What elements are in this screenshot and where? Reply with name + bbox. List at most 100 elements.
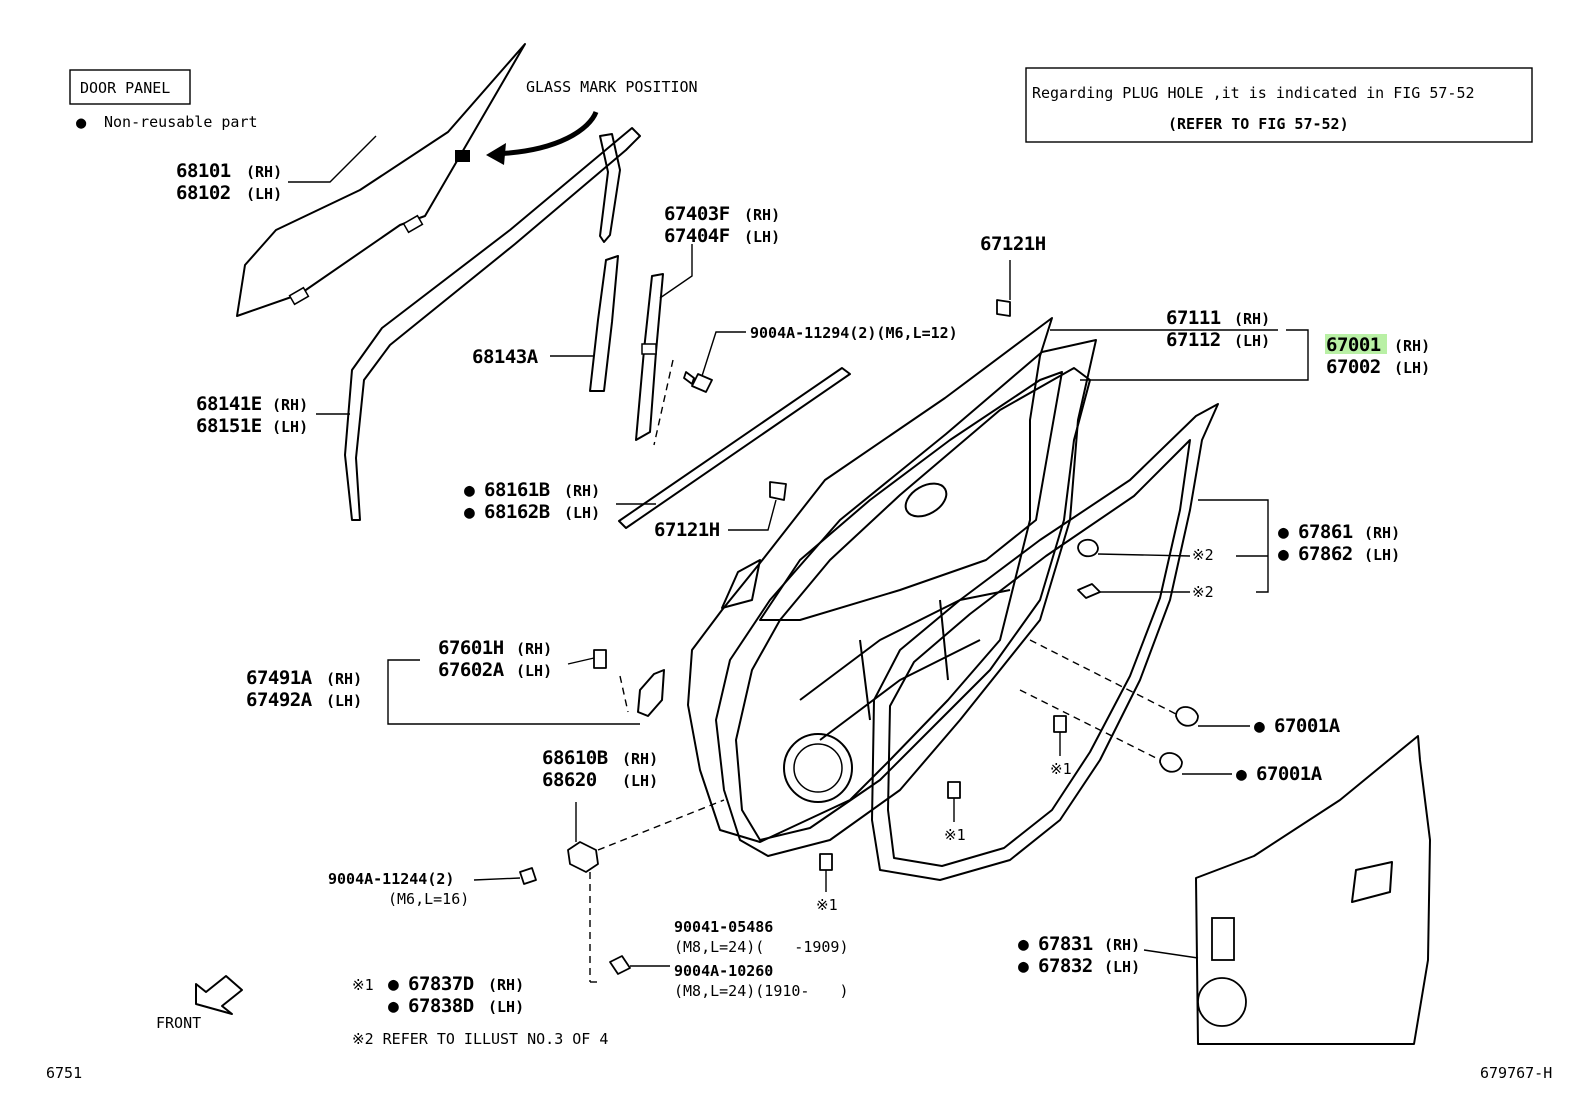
part-67831-side: (RH) <box>1104 936 1140 954</box>
leader-67601h <box>567 657 595 665</box>
part-9004a-10260: 9004A-10260 <box>674 962 773 980</box>
part-9004a-11244-spec: (M6,L=16) <box>388 890 469 908</box>
bullet-67001a-1: ● <box>1254 716 1265 737</box>
run-channel <box>599 133 621 243</box>
ref2-a: ※2 <box>1192 546 1214 564</box>
part-67831: 67831 <box>1038 933 1093 955</box>
part-68151e-side: (LH) <box>272 418 308 436</box>
garnish-dash <box>619 675 629 713</box>
part-67838d-side: (LH) <box>488 998 524 1016</box>
part-68610b-side: (RH) <box>622 750 658 768</box>
footnote-ref2: ※2 REFER TO ILLUST NO.3 OF 4 <box>352 1030 608 1048</box>
part-67492a-side: (LH) <box>326 692 362 710</box>
leader-67831 <box>1143 949 1199 959</box>
ref2-b: ※2 <box>1192 583 1214 601</box>
plug-hole-note-box <box>1025 67 1533 143</box>
legend-symbol: ● <box>76 113 87 133</box>
part-67112: 67112 <box>1166 329 1221 351</box>
part-67121h-mid: 67121H <box>654 519 720 541</box>
glass-mark-arrowhead <box>486 143 506 165</box>
glass-clip-lower <box>288 286 310 306</box>
clip-ref1-a <box>1053 715 1067 733</box>
bullet-67861: ● <box>1278 522 1289 543</box>
leader-67491a-bracket <box>387 659 420 702</box>
hinge-dash-door <box>597 799 725 851</box>
door-glass <box>236 43 526 317</box>
part-67001-highlight <box>1325 334 1387 354</box>
front-arrow-icon <box>195 975 243 1015</box>
leader-67403f <box>659 244 693 299</box>
part-67861: 67861 <box>1298 521 1353 543</box>
part-67837d: 67837D <box>408 973 474 995</box>
part-67111: 67111 <box>1166 307 1221 329</box>
trim-speaker <box>1197 977 1247 1027</box>
bullet-68162b: ● <box>464 502 475 523</box>
door-shell-outer <box>687 317 1053 843</box>
part-68162b-side: (LH) <box>564 504 600 522</box>
part-67491a-side: (RH) <box>326 670 362 688</box>
part-67002-side: (LH) <box>1394 359 1430 377</box>
leader-68101 <box>288 135 377 183</box>
hinge-bolt-9004a-11244 <box>519 867 537 885</box>
code-right: 679767-H <box>1480 1064 1552 1082</box>
part-9004a-11294: 9004A-11294(2)(M6,L=12) <box>750 324 958 342</box>
legend-text: Non-reusable part <box>104 113 258 131</box>
bullet-67838d: ● <box>388 996 399 1017</box>
part-67602a-side: (LH) <box>516 662 552 680</box>
part-68101: 68101 <box>176 160 231 182</box>
leader-67861-bracket <box>1198 499 1269 550</box>
door-mirror-mount <box>721 559 761 609</box>
part-9004a-10260-spec: (M8,L=24)(1910- ) <box>674 982 849 1000</box>
part-9004a-11244: 9004A-11244(2) <box>328 870 454 888</box>
door-speaker-ring <box>793 743 843 793</box>
bullet-67862: ● <box>1278 544 1289 565</box>
part-67403f-side: (RH) <box>744 206 780 224</box>
cushion-67001a-1 <box>1175 706 1199 727</box>
part-68161b: 68161B <box>484 479 550 501</box>
part-68620: 68620 <box>542 769 597 791</box>
part-68610b: 68610B <box>542 747 608 769</box>
clip-ref1-b <box>947 781 961 799</box>
clip-67121h-mid <box>769 481 787 501</box>
clip-ref1-c <box>819 853 833 871</box>
bullet-68161b: ● <box>464 480 475 501</box>
leader-9004a-11294 <box>701 331 746 377</box>
door-window-opening <box>759 371 1063 621</box>
channel-67403f <box>635 273 664 441</box>
outer-weatherstrip <box>618 367 851 529</box>
part-68620-side: (LH) <box>622 772 658 790</box>
bolt-90041-05486 <box>609 955 631 975</box>
part-68102: 68102 <box>176 182 231 204</box>
part-67001a-1: 67001A <box>1274 715 1341 737</box>
bracket-clip <box>641 343 657 355</box>
part-67862-side: (LH) <box>1364 546 1400 564</box>
part-68141e-side: (RH) <box>272 396 308 414</box>
part-67861-side: (RH) <box>1364 524 1400 542</box>
leader-67001-bracket <box>1080 329 1309 381</box>
clip-67121h-top <box>996 299 1011 317</box>
door-trim-panel <box>1195 735 1431 1045</box>
part-68102-side: (LH) <box>246 185 282 203</box>
part-67602a: 67602A <box>438 659 505 681</box>
section-label-box <box>69 69 191 105</box>
door-inner-frame <box>735 367 1091 841</box>
clip-67601h <box>593 649 607 669</box>
trim-handle <box>1351 861 1393 903</box>
part-67601h: 67601H <box>438 637 504 659</box>
part-68161b-side: (RH) <box>564 482 600 500</box>
plug-hole-note-line1: Regarding PLUG HOLE ,it is indicated in … <box>1032 84 1475 102</box>
glass-clip-upper <box>402 214 424 234</box>
part-67001: 67001 <box>1326 334 1381 356</box>
cushion-67001a-2 <box>1159 752 1183 773</box>
dash-weatherstrip-a <box>1029 639 1177 715</box>
trim-switch <box>1211 917 1235 961</box>
part-67403f: 67403F <box>664 203 730 225</box>
footnote-ref1-symbol: ※1 <box>352 976 374 994</box>
part-67862: 67862 <box>1298 543 1353 565</box>
channel-68143a <box>589 255 619 392</box>
part-67404f-side: (LH) <box>744 228 780 246</box>
part-68101-side: (RH) <box>246 163 282 181</box>
ref1-b: ※1 <box>944 826 966 844</box>
bullet-67837d: ● <box>388 974 399 995</box>
